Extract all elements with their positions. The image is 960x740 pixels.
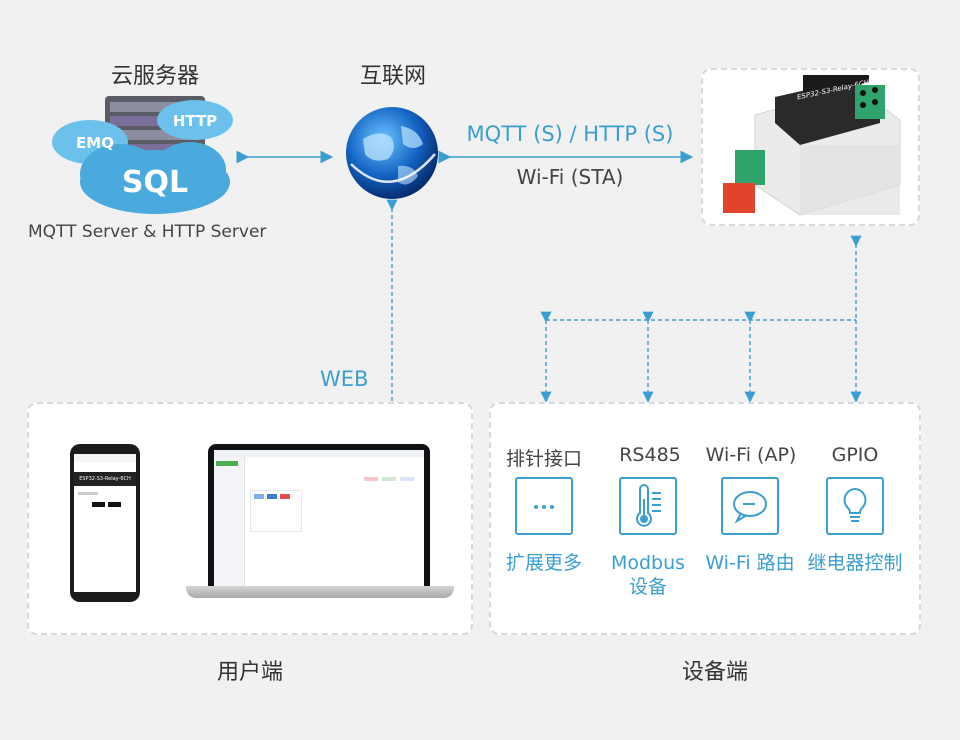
cloud-tag-http: HTTP: [173, 112, 217, 130]
internet-title: 互联网: [359, 64, 426, 89]
phone-image: ESP32-S3-Relay-6CH: [70, 444, 140, 602]
interface-label-wifi-ap: Wi-Fi (AP): [705, 444, 797, 466]
protocol-label: MQTT (S) / HTTP (S): [466, 122, 674, 146]
device-side-label: 设备端: [681, 660, 748, 685]
chat-bubble-icon: [733, 491, 767, 524]
function-label-expand: 扩展更多: [505, 552, 582, 574]
interface-icon-box-header: [515, 477, 573, 535]
phone-app-header: [74, 472, 136, 486]
globe-icon: [346, 107, 438, 199]
ellipsis-icon: [534, 505, 554, 509]
relay-module-image: ESP32-S3-Relay-6CH: [723, 75, 901, 216]
cloud-caption: MQTT Server & HTTP Server: [28, 222, 267, 242]
user-side-label: 用户端: [216, 660, 283, 685]
interface-label-header: 排针接口: [505, 448, 582, 470]
cloud-title: 云服务器: [110, 64, 199, 89]
interface-label-gpio: GPIO: [831, 444, 879, 466]
web-label: WEB: [320, 367, 369, 391]
phone-app-title: ESP32-S3-Relay-6CH: [79, 476, 131, 482]
cloud-tag-sql: SQL: [122, 165, 188, 200]
wifi-mode-label: Wi-Fi (STA): [516, 165, 624, 189]
cloud-icon: [52, 100, 233, 214]
cloud-tag-emq: EMQ: [76, 134, 114, 152]
light-bulb-icon: [843, 487, 867, 522]
laptop-image: [208, 444, 430, 587]
cloud-server-graphic: HTTP EMQ SQL: [52, 96, 233, 214]
thermometer-icon: [636, 484, 661, 527]
interface-icon-box-gpio: [826, 477, 884, 535]
function-label-relay-control: 继电器控制: [807, 552, 903, 574]
interface-icon-box-rs485: [619, 477, 677, 535]
interface-label-rs485: RS485: [619, 444, 681, 466]
function-label-wifi-route: Wi-Fi 路由: [705, 552, 795, 574]
laptop-base: [186, 586, 454, 598]
interface-icon-box-wifi: [721, 477, 779, 535]
